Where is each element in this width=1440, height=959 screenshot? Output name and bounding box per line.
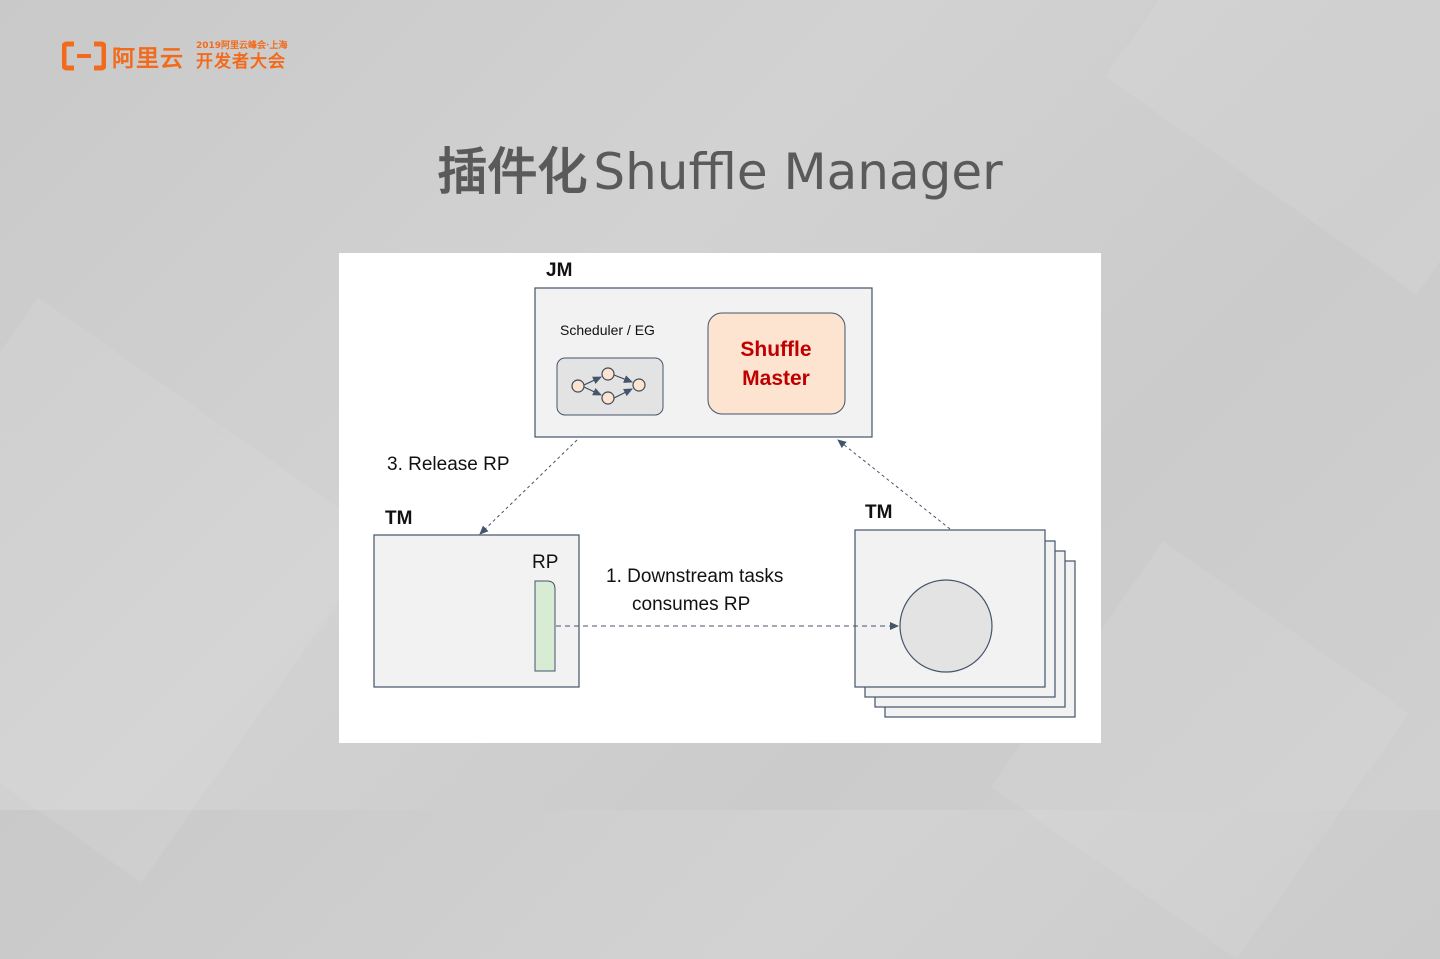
background-shape [0, 297, 383, 883]
alibaba-cloud-logo: 阿里云 2019阿里云峰会·上海 开发者大会 [62, 38, 287, 74]
rp-label: RP [532, 552, 559, 573]
report-arrow [837, 439, 951, 530]
rp-partition [534, 580, 556, 672]
event-name: 2019阿里云峰会·上海 开发者大会 [196, 40, 288, 72]
shuffle-master-text: Shuffle Master [707, 313, 845, 414]
downstream-task [899, 579, 993, 673]
jm-label: JM [546, 260, 573, 281]
event-line-1: 2019阿里云峰会·上海 [196, 40, 288, 51]
downstream-label-line-2: consumes RP [632, 594, 751, 615]
scheduler-box [556, 357, 664, 416]
scheduler-label: Scheduler / EG [560, 322, 655, 338]
shuffle-master-box [707, 312, 846, 415]
downstream-label-line-1: 1. Downstream tasks [606, 566, 784, 587]
diagram-graphics [373, 287, 1076, 718]
release-label: 3. Release RP [387, 454, 510, 475]
shuffle-diagram: JM Scheduler / EG Shuffle Master 3. Rele… [339, 253, 1101, 743]
execution-graph-icon [571, 367, 646, 405]
alibaba-cloud-logo-icon [62, 41, 106, 71]
shuffle-master-line-2: Master [742, 366, 810, 390]
shuffle-master-line-1: Shuffle [740, 337, 812, 361]
tm-left-label: TM [385, 508, 413, 529]
slide-title-cn: 插件化 [437, 143, 588, 201]
slide-title-en: Shuffle Manager [593, 143, 1003, 201]
tm-right-label: TM [865, 502, 893, 523]
brand-name: 阿里云 [112, 46, 184, 72]
event-line-2: 开发者大会 [196, 51, 286, 72]
release-arrow [479, 439, 578, 535]
